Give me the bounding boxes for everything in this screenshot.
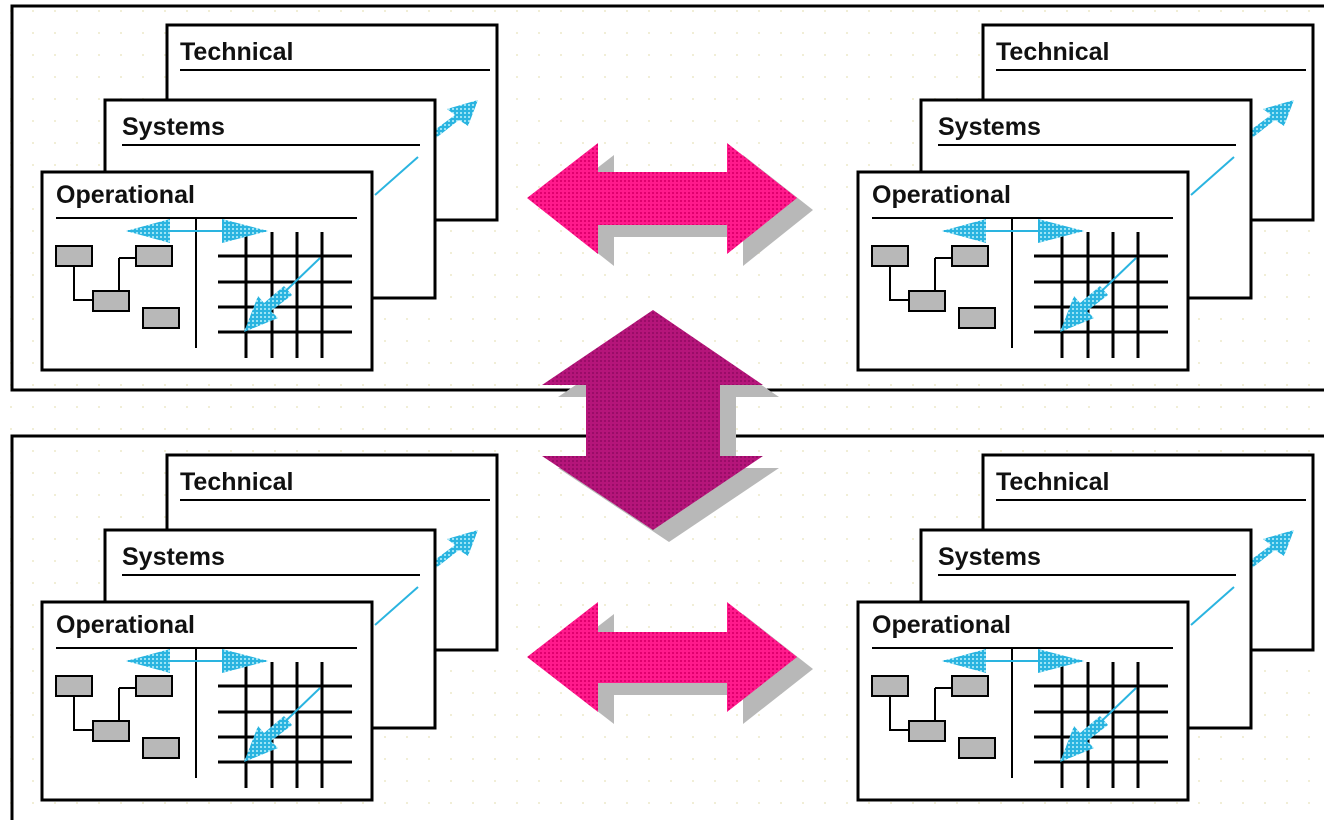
operational-node-box xyxy=(135,245,173,267)
operational-sheet: Operational xyxy=(856,170,1190,372)
operational-node-box xyxy=(951,675,989,697)
operational-node-tree xyxy=(871,245,996,329)
matrix-diagonal-arrow xyxy=(244,687,321,762)
operational-node-box xyxy=(92,720,130,742)
operational-node-box xyxy=(135,675,173,697)
systems-link-line xyxy=(1190,586,1235,626)
operational-label: Operational xyxy=(56,181,195,209)
systems-link-line xyxy=(374,156,419,196)
matrix-diagonal-arrow xyxy=(1060,257,1137,332)
operational-label: Operational xyxy=(56,611,195,639)
operational-link-arrow xyxy=(942,649,1084,673)
vertical-exchange-arrow xyxy=(542,310,779,542)
operational-node-box xyxy=(142,307,180,329)
technical-label: Technical xyxy=(996,468,1109,496)
operational-matrix-grid xyxy=(1034,662,1168,788)
technical-label: Technical xyxy=(180,38,293,66)
systems-label: Systems xyxy=(938,543,1041,571)
operational-node-box xyxy=(958,307,996,329)
operational-link-arrow xyxy=(126,649,268,673)
matrix-diagonal-arrow xyxy=(1060,687,1137,762)
operational-matrix-grid xyxy=(218,232,352,358)
operational-node-tree xyxy=(55,245,180,329)
operational-node-box xyxy=(92,290,130,312)
operational-link-arrow xyxy=(126,219,268,243)
operational-node-tree xyxy=(871,675,996,759)
operational-sheet: Operational xyxy=(40,600,374,802)
operational-node-box xyxy=(142,737,180,759)
operational-node-box xyxy=(871,245,909,267)
operational-node-box xyxy=(55,675,93,697)
bottom-region-frame xyxy=(10,434,1324,820)
operational-node-box xyxy=(871,675,909,697)
operational-link-arrow xyxy=(942,219,1084,243)
technical-link-arrow xyxy=(432,530,478,568)
technical-label: Technical xyxy=(180,468,293,496)
operational-node-box xyxy=(958,737,996,759)
technical-link-arrow xyxy=(432,100,478,138)
architecture-clusters: TechnicalSystemsOperationalTechnicalSyst… xyxy=(40,23,1315,802)
matrix-diagonal-arrow xyxy=(244,257,321,332)
technical-link-arrow xyxy=(1248,530,1294,568)
technical-link-arrow xyxy=(1248,100,1294,138)
horizontal-exchange-arrow-bottom xyxy=(527,602,813,724)
systems-link-line xyxy=(1190,156,1235,196)
operational-node-box xyxy=(908,720,946,742)
systems-label: Systems xyxy=(938,113,1041,141)
operational-sheet: Operational xyxy=(856,600,1190,802)
technical-label: Technical xyxy=(996,38,1109,66)
horizontal-exchange-arrow-top xyxy=(527,143,813,266)
systems-label: Systems xyxy=(122,543,225,571)
operational-node-box xyxy=(55,245,93,267)
operational-label: Operational xyxy=(872,181,1011,209)
operational-node-box xyxy=(951,245,989,267)
operational-matrix-grid xyxy=(218,662,352,788)
operational-node-box xyxy=(908,290,946,312)
operational-label: Operational xyxy=(872,611,1011,639)
operational-matrix-grid xyxy=(1034,232,1168,358)
operational-sheet: Operational xyxy=(40,170,374,372)
systems-label: Systems xyxy=(122,113,225,141)
operational-node-tree xyxy=(55,675,180,759)
systems-link-line xyxy=(374,586,419,626)
